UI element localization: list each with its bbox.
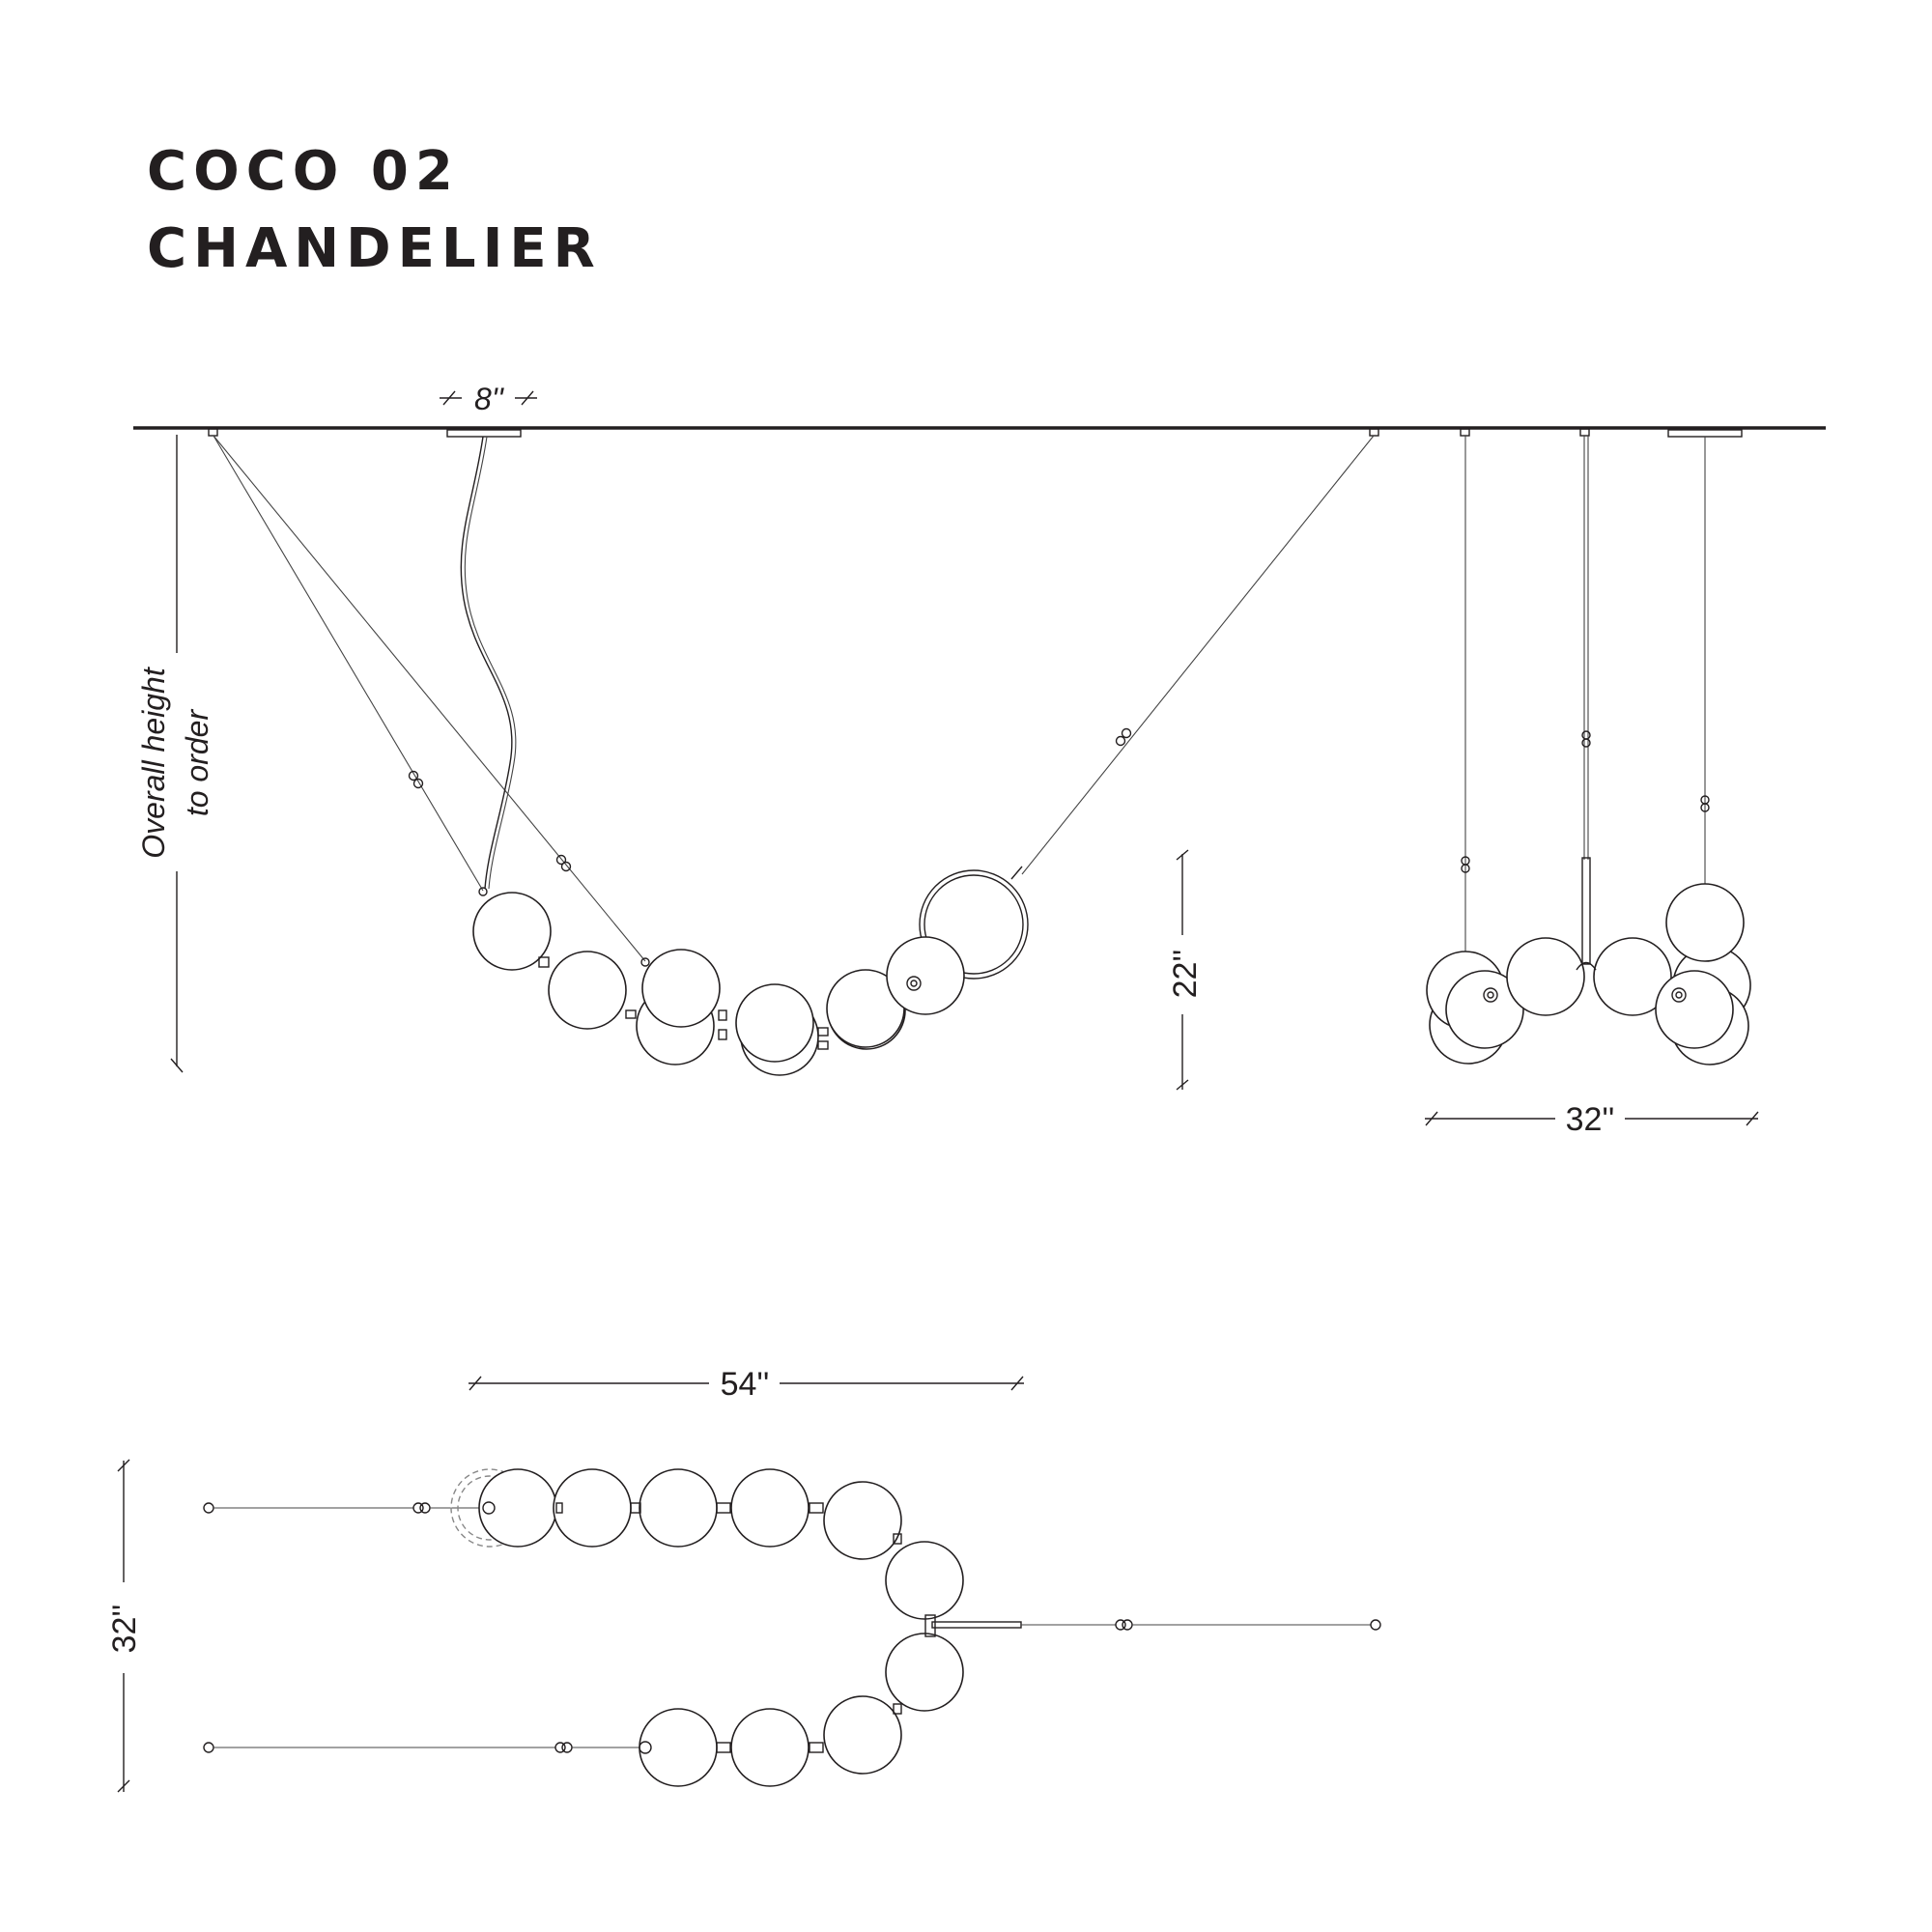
canopy-left [446,429,522,438]
globe [639,1468,718,1548]
side-elevation [1426,436,1751,1065]
anchor-point [1369,428,1379,437]
suspension-cable [213,435,484,892]
globe [1593,937,1672,1016]
anchor-point [208,428,218,437]
front-elevation [133,426,1826,1076]
globe [823,1481,902,1560]
suspension-cable [1021,435,1375,875]
globe [885,1633,964,1712]
plan-depth-dimension: 32'' [106,1459,143,1793]
canopy-width-label: 8'' [474,382,505,416]
globe [823,1695,902,1775]
canopy-width-dimension: 8'' [440,382,537,416]
globe [1506,937,1585,1016]
globe [886,936,965,1015]
side-width-dimension: 32'' [1425,1101,1759,1138]
suspension-cable [213,435,646,962]
side-width-label: 32'' [1566,1101,1615,1138]
globe [548,951,627,1030]
power-cord [460,436,513,890]
fixture-height-label: 22'' [1167,950,1204,999]
globe [730,1468,810,1548]
globe [730,1708,810,1787]
cable-gripper [1121,727,1132,739]
globe [1655,970,1734,1049]
overall-height-label-2: to order [180,709,214,817]
canopy-side [1667,429,1743,438]
fixture-height-dimension: 22'' [1167,849,1204,1091]
product-title: COCO 02 CHANDELIER [147,133,602,288]
cable-gripper [555,854,567,866]
title-line-2: CHANDELIER [147,217,602,280]
overall-height-label-1: Overall height [136,667,171,859]
globe [735,983,814,1063]
globe [1665,883,1745,962]
plan-length-dimension: 54'' [469,1366,1024,1403]
globe-connector [906,976,922,991]
plan-depth-label: 32'' [106,1605,143,1654]
globe [1445,970,1524,1049]
plan-view [203,1468,1381,1787]
globe [553,1468,632,1548]
overall-height-dimension: Overall height to order [136,435,214,1073]
globe [472,892,552,971]
title-line-1: COCO 02 [147,140,460,203]
globe [885,1541,964,1620]
globe [641,949,721,1028]
anchor-point [1460,428,1470,437]
anchor-point [1579,428,1590,437]
globe [478,1468,557,1548]
plan-length-label: 54'' [721,1366,770,1403]
support-ring [919,869,1029,980]
cable-gripper [408,770,419,781]
